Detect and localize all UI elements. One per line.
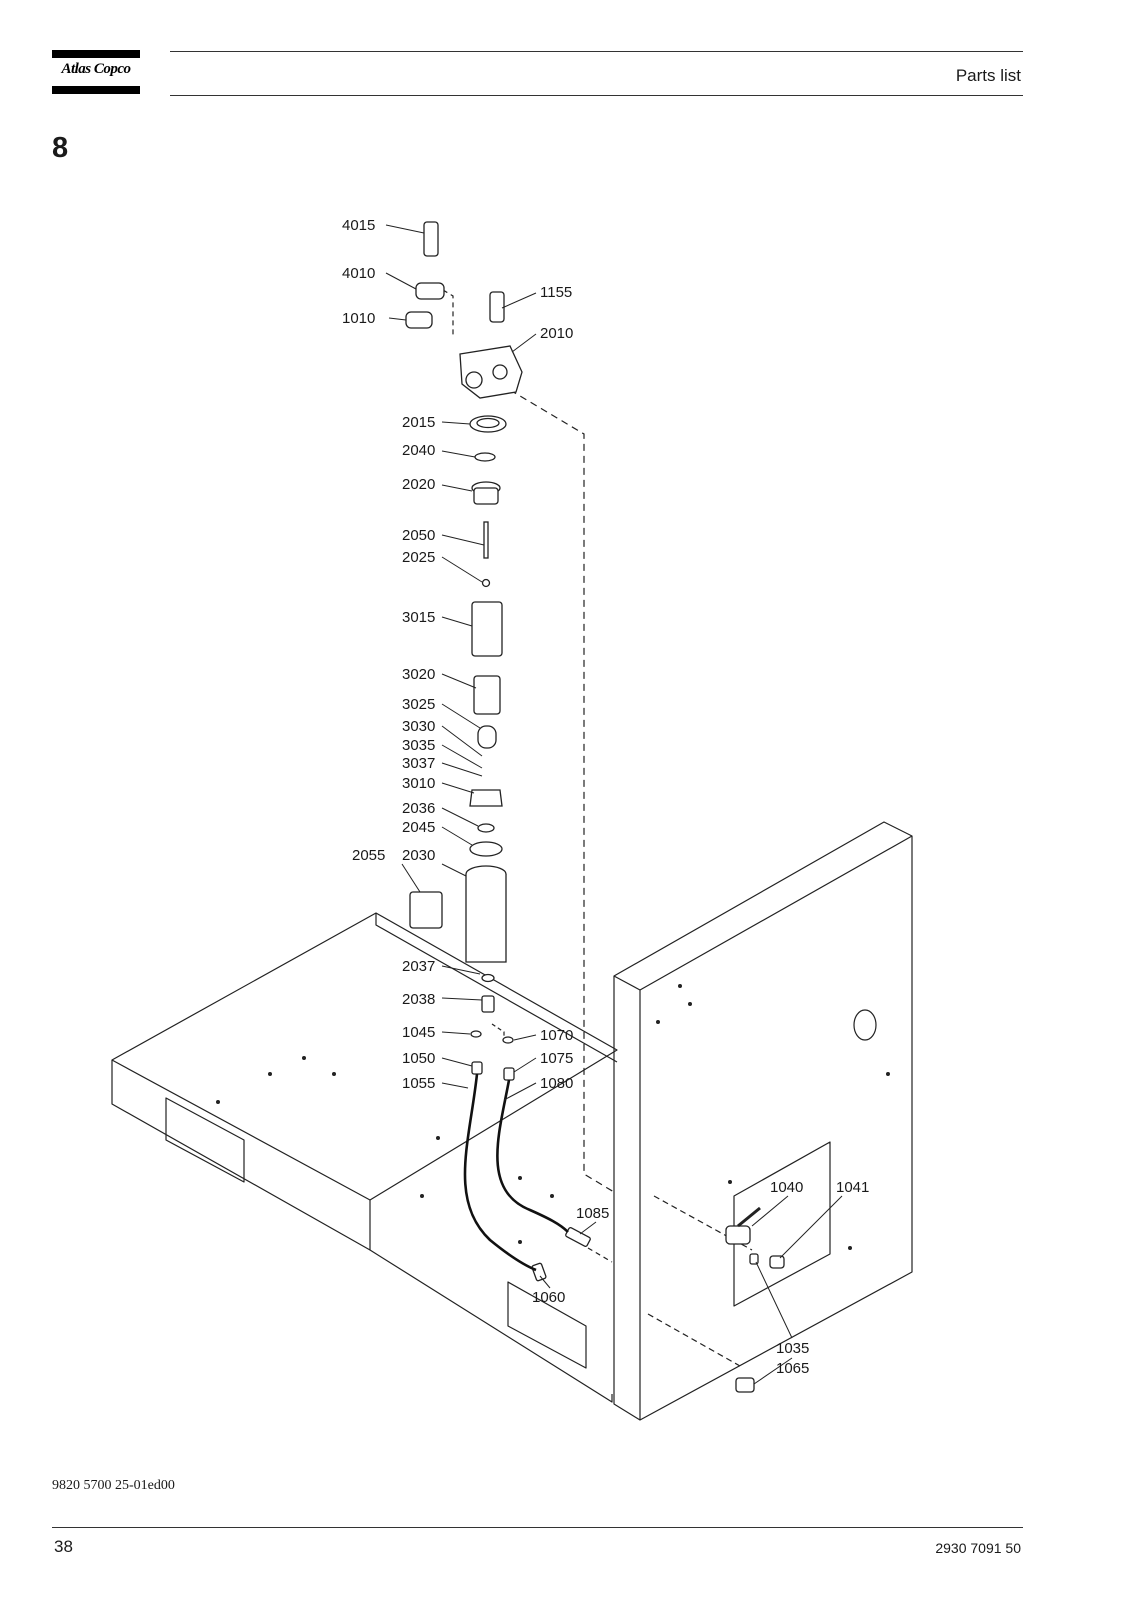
callout-1045: 1045 <box>402 1024 435 1041</box>
callout-3025: 3025 <box>402 696 435 713</box>
callout-2036: 2036 <box>402 800 435 817</box>
callout-2037: 2037 <box>402 958 435 975</box>
callout-1080: 1080 <box>540 1075 573 1092</box>
callout-1040: 1040 <box>770 1179 803 1196</box>
callout-2015: 2015 <box>402 414 435 431</box>
header-title: Parts list <box>955 66 1021 85</box>
document-number: 2930 7091 50 <box>935 1540 1021 1556</box>
callout-leaders <box>385 224 843 1385</box>
callout-1050: 1050 <box>402 1050 435 1067</box>
callout-3030: 3030 <box>402 718 435 735</box>
callout-1010: 1010 <box>342 310 375 327</box>
header-rule-top <box>170 51 1023 52</box>
callout-1075: 1075 <box>540 1050 573 1067</box>
frame-outline <box>111 821 913 1421</box>
callout-1085: 1085 <box>576 1205 609 1222</box>
callout-2050: 2050 <box>402 527 435 544</box>
parts-stack <box>405 221 785 1393</box>
callout-3037: 3037 <box>402 755 435 772</box>
exploded-parts-drawing: 4015 4010 1155 1010 2010 2015 2040 2020 … <box>111 217 913 1421</box>
section-number: 8 <box>52 132 69 164</box>
page-number: 38 <box>54 1537 73 1556</box>
callout-labels: 4015 4010 1155 1010 2010 2015 2040 2020 … <box>342 217 869 1377</box>
callout-1070: 1070 <box>540 1027 573 1044</box>
callout-2020: 2020 <box>402 476 435 493</box>
callout-3015: 3015 <box>402 609 435 626</box>
frame-holes <box>216 984 890 1250</box>
callout-2030: 2030 <box>402 847 435 864</box>
callout-2055: 2055 <box>352 847 385 864</box>
callout-3010: 3010 <box>402 775 435 792</box>
callout-1155: 1155 <box>540 284 572 301</box>
drain-hoses <box>463 1073 569 1272</box>
callout-2040: 2040 <box>402 442 435 459</box>
callout-3035: 3035 <box>402 737 435 754</box>
logo-wordmark: Atlas Copco <box>61 61 131 77</box>
callout-1065: 1065 <box>776 1360 809 1377</box>
callout-2025: 2025 <box>402 549 435 566</box>
drawing-code: 9820 5700 25-01ed00 <box>52 1478 175 1493</box>
callout-4010: 4010 <box>342 265 375 282</box>
callout-1041: 1041 <box>836 1179 869 1196</box>
callout-2038: 2038 <box>402 991 435 1008</box>
callout-4015: 4015 <box>342 217 375 234</box>
header-rule-bottom <box>170 95 1023 96</box>
callout-2010: 2010 <box>540 325 573 342</box>
callout-1060: 1060 <box>532 1289 565 1306</box>
callout-1035: 1035 <box>776 1340 809 1357</box>
footer-rule <box>52 1527 1023 1528</box>
callout-2045: 2045 <box>402 819 435 836</box>
callout-3020: 3020 <box>402 666 435 683</box>
atlas-copco-logo: Atlas Copco <box>52 50 140 94</box>
callout-1055: 1055 <box>402 1075 435 1092</box>
